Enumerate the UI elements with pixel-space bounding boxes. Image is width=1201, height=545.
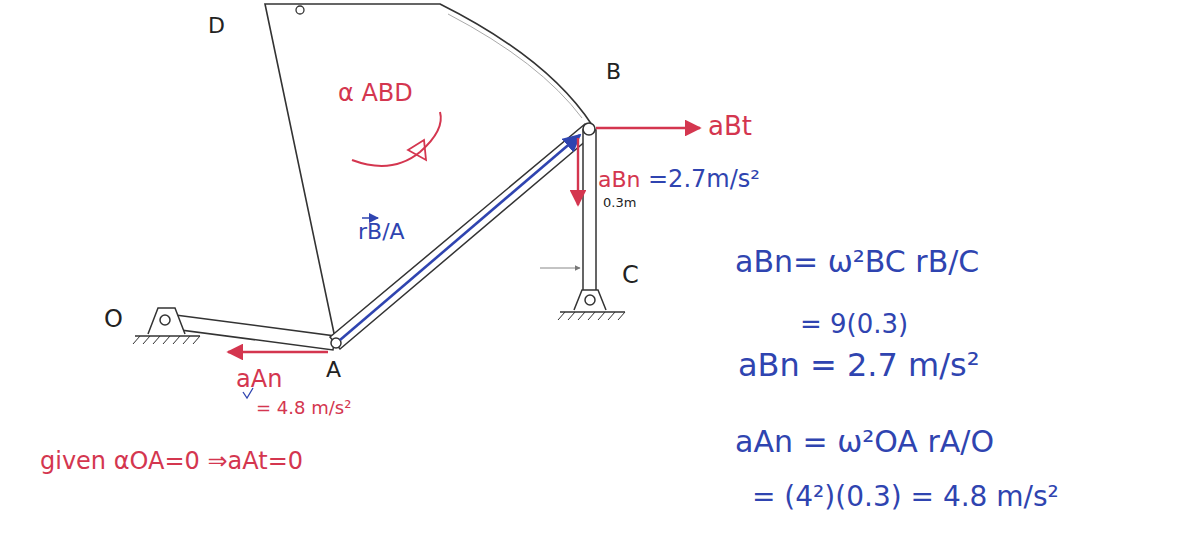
pin-a [331, 338, 341, 348]
equation-line: = 9(0.3) [800, 310, 908, 339]
ground-hatch-c [558, 312, 625, 320]
normal-accel-arrow [228, 351, 328, 353]
vector-label: rB/A [358, 220, 405, 244]
pin-support-c [574, 290, 606, 310]
equation-line: aBn= ω²BC rB/C [735, 245, 979, 278]
pin-b [583, 123, 595, 135]
ground-line-o [135, 335, 200, 337]
plate-edge-shade [448, 14, 582, 118]
value-label: =2.7m/s² [648, 166, 760, 192]
angular-accel-arrowhead [408, 140, 426, 160]
vector-label: aBt [708, 112, 752, 141]
tangential-accel-arrow [596, 127, 700, 129]
point-letter: B [606, 60, 621, 84]
angular-accel-label: α ABD [338, 80, 413, 106]
dimension-arrow [540, 268, 580, 269]
point-letter: D [208, 14, 225, 38]
plate-hole [296, 6, 304, 14]
vector-overarrow [362, 217, 378, 219]
given-note: given αOA=0 ⇒aAt=0 [40, 448, 303, 474]
point-letter: A [326, 358, 341, 382]
value-label: = 4.8 m/s² [256, 398, 351, 418]
dimension-label: 0.3m [603, 196, 636, 210]
pin-c [585, 295, 595, 305]
vector-label: aAn [236, 366, 282, 392]
normal-accel-arrow [577, 138, 579, 205]
angular-accel-arrow [352, 112, 441, 166]
point-letter: O [104, 306, 123, 332]
pin-o [160, 315, 170, 325]
equation-line: = (4²)(0.3) = 4.8 m/s² [752, 482, 1059, 513]
pin-support-o [148, 308, 185, 334]
ground-line-c [560, 311, 625, 313]
point-letter: C [622, 262, 639, 288]
link-bc [583, 130, 596, 300]
ground-hatch-o [133, 336, 200, 344]
vector-label: aBn [598, 168, 641, 192]
link-ab [330, 124, 594, 349]
equation-line: aBn = 2.7 m/s² [738, 348, 980, 383]
equation-line: aAn = ω²OA rA/O [735, 425, 994, 458]
